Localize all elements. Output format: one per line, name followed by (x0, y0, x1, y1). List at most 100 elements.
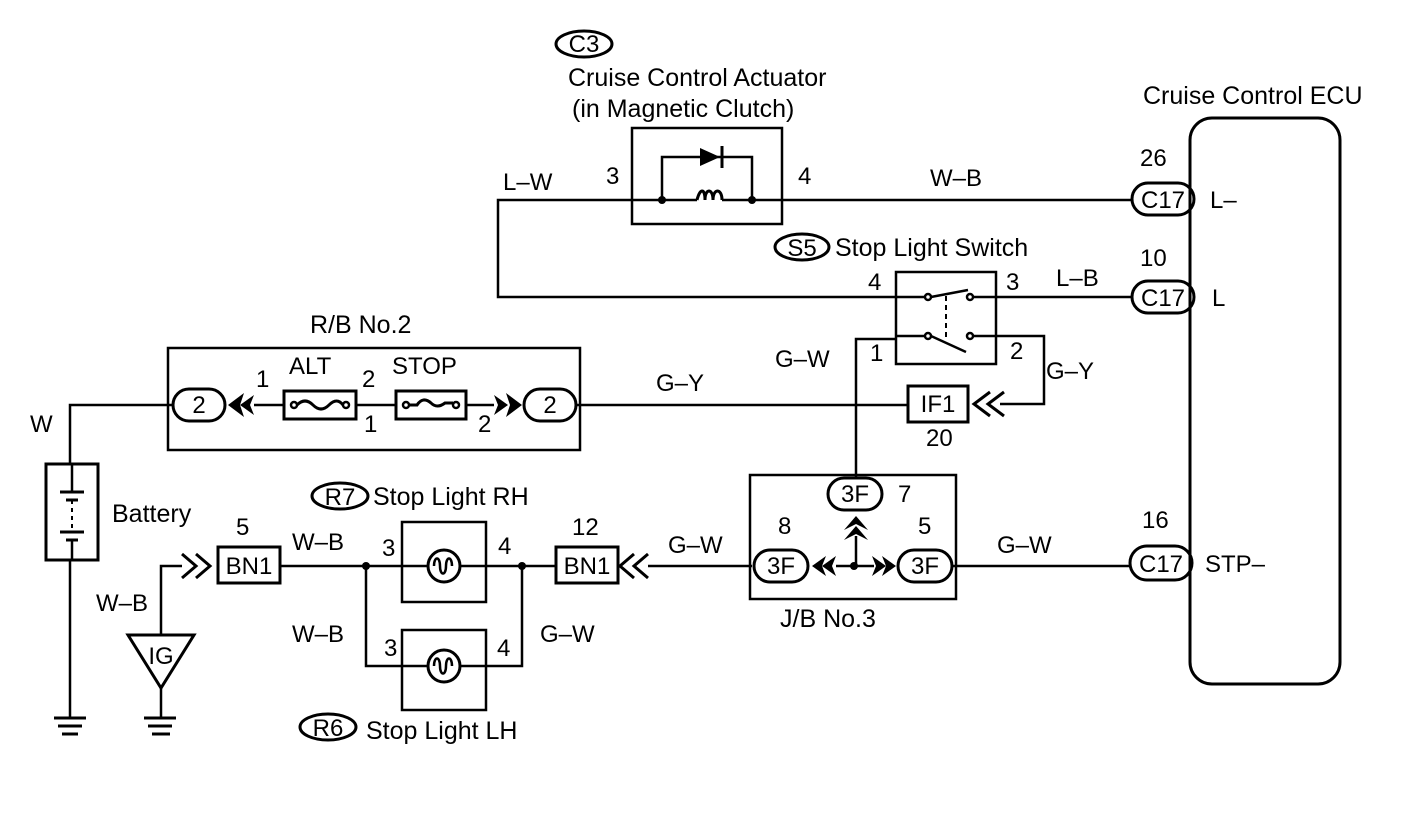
svg-text:3F: 3F (841, 481, 869, 508)
wire-label-gy-main: G–Y (656, 370, 704, 397)
fuse-alt-icon (282, 389, 358, 421)
svg-text:C3: C3 (569, 31, 600, 58)
ig-ground-icon: IG (125, 633, 197, 736)
stop-light-lh-pin-4: 4 (497, 635, 510, 662)
actuator-pin-right: 4 (798, 163, 811, 190)
svg-text:IF1: IF1 (921, 391, 956, 418)
fuse-stop-icon (394, 389, 468, 421)
stop-light-lh-code-badge: R6 (298, 712, 358, 742)
svg-text:2: 2 (543, 392, 556, 419)
wire-gy-switch (996, 334, 1046, 406)
rb-conn-right: 2 (494, 387, 578, 423)
if1-pin: 20 (926, 425, 953, 452)
bn1-right-connector: BN1 (554, 545, 649, 585)
rb-conn-left: 2 (171, 387, 254, 423)
svg-text:BN1: BN1 (564, 553, 611, 580)
stop-switch-box (894, 270, 998, 366)
stop-light-rh-pin-4: 4 (498, 533, 511, 560)
diode-icon (700, 148, 720, 166)
stop-switch-pin-2: 2 (1010, 338, 1023, 365)
svg-text:C17: C17 (1139, 551, 1183, 578)
svg-text:BN1: BN1 (226, 553, 273, 580)
if1-connector: IF1 (906, 384, 1005, 424)
svg-text:16: 16 (1142, 507, 1169, 534)
svg-text:C17: C17 (1141, 285, 1185, 312)
coil-icon (695, 189, 724, 201)
wire-label-gw-switch: G–W (775, 346, 830, 373)
actuator-box (630, 126, 784, 226)
jb-conn-top: 3F (826, 476, 884, 566)
ecu-pin-26: 26 C17 L– (1130, 145, 1237, 217)
fuse-stop-label: STOP (392, 353, 457, 380)
svg-text:10: 10 (1140, 245, 1167, 272)
wire-label-gw-ecu: G–W (997, 532, 1052, 559)
wire-label-gy-switch: G–Y (1046, 358, 1094, 385)
bulb-icon (426, 648, 462, 684)
rb-pin-1a: 1 (256, 366, 269, 393)
stop-switch-code-badge: S5 (773, 232, 831, 262)
battery-icon (44, 462, 100, 562)
jb-top-pin: 7 (898, 481, 911, 508)
bn1-left-pin: 5 (236, 514, 249, 541)
wire-label-gw-bn: G–W (668, 532, 723, 559)
jb-conn-right: 3F (872, 548, 954, 584)
stop-light-rh-title: Stop Light RH (373, 483, 529, 511)
stop-switch-pin-3: 3 (1006, 269, 1019, 296)
actuator-subtitle: (in Magnetic Clutch) (572, 95, 794, 123)
svg-text:L: L (1212, 285, 1225, 312)
ecu-title: Cruise Control ECU (1143, 82, 1363, 110)
wire-label-lb: L–B (1056, 265, 1099, 292)
wire-label-gw-lh: G–W (540, 621, 595, 648)
jb-right-pin: 5 (918, 513, 931, 540)
svg-text:R6: R6 (313, 715, 344, 742)
battery-label: Battery (112, 500, 192, 528)
actuator-code-badge: C3 (554, 29, 614, 59)
stop-light-rh-box (400, 520, 488, 604)
wire-wb-ig (159, 564, 182, 635)
wire-gw-switch (854, 337, 896, 478)
wire-lw (496, 198, 896, 299)
bulb-icon (426, 548, 462, 584)
wire-label-w: W (30, 411, 53, 438)
stop-switch-pin-1: 1 (870, 340, 883, 367)
rb-pin-1b: 1 (364, 411, 377, 438)
rb-pin-2a: 2 (362, 366, 375, 393)
svg-text:26: 26 (1140, 145, 1167, 172)
wire-w (68, 403, 173, 464)
jb-left-pin: 8 (778, 513, 791, 540)
jb-box (748, 473, 958, 601)
stop-switch-title: Stop Light Switch (835, 234, 1028, 262)
rb-title: R/B No.2 (310, 311, 411, 339)
svg-text:S5: S5 (787, 235, 816, 262)
wire-label-wb-top: W–B (930, 165, 982, 192)
ecu-pin-10: 10 C17 L (1130, 245, 1225, 315)
actuator-pin-left: 3 (606, 163, 619, 190)
stop-switch-pin-4: 4 (868, 269, 881, 296)
stop-light-lh-pin-3: 3 (384, 635, 397, 662)
svg-text:C17: C17 (1141, 187, 1185, 214)
svg-text:3F: 3F (767, 553, 795, 580)
jb-conn-left: 3F (752, 548, 874, 584)
stop-light-rh-code-badge: R7 (310, 481, 370, 511)
svg-text:L–: L– (1210, 187, 1237, 214)
wire-label-wb-bn: W–B (292, 529, 344, 556)
stop-light-lh-box (400, 628, 488, 712)
wire-label-lw: L–W (503, 169, 553, 196)
stop-light-rh-pin-3: 3 (382, 535, 395, 562)
wire-label-wb-lh: W–B (292, 621, 344, 648)
svg-text:2: 2 (192, 392, 205, 419)
svg-text:R7: R7 (325, 484, 356, 511)
actuator-title: Cruise Control Actuator (568, 64, 826, 92)
bn1-left-connector: BN1 (181, 545, 282, 585)
svg-text:3F: 3F (911, 553, 939, 580)
ground-icon (54, 716, 86, 736)
wire-label-wb-ig: W–B (96, 590, 148, 617)
rb-pin-2b: 2 (478, 411, 491, 438)
ecu-box (1188, 116, 1342, 686)
fuse-alt-label: ALT (289, 353, 332, 380)
ecu-pin-16: 16 C17 STP– (1128, 507, 1266, 582)
bn1-right-pin: 12 (572, 514, 599, 541)
rb-box (166, 346, 582, 452)
stop-light-lh-title: Stop Light LH (366, 717, 518, 745)
